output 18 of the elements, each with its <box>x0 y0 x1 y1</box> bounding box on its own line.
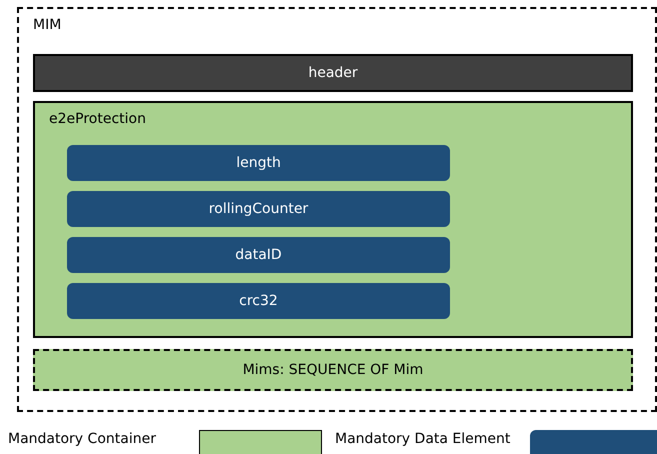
header-bar <box>33 54 633 92</box>
legend-label: Mandatory Container <box>8 431 156 447</box>
element-label: Mims: SEQUENCE OF Mim <box>242 362 424 378</box>
container-box <box>33 101 633 338</box>
element-label: header <box>308 65 358 81</box>
element-label: rollingCounter <box>208 201 308 217</box>
data-element-box <box>67 237 450 273</box>
element-label: crc32 <box>239 293 278 309</box>
element-label: dataID <box>235 247 282 263</box>
container-title: e2eProtection <box>49 111 146 127</box>
data-element-box <box>67 283 450 319</box>
element-label: length <box>236 155 281 171</box>
data-element-box <box>67 191 450 227</box>
data-element-box <box>67 145 450 181</box>
dashed-frame <box>17 7 657 412</box>
container-title: MIM <box>33 17 62 33</box>
legend-label: Mandatory Data Element <box>335 431 510 447</box>
sequence-box <box>33 349 633 391</box>
